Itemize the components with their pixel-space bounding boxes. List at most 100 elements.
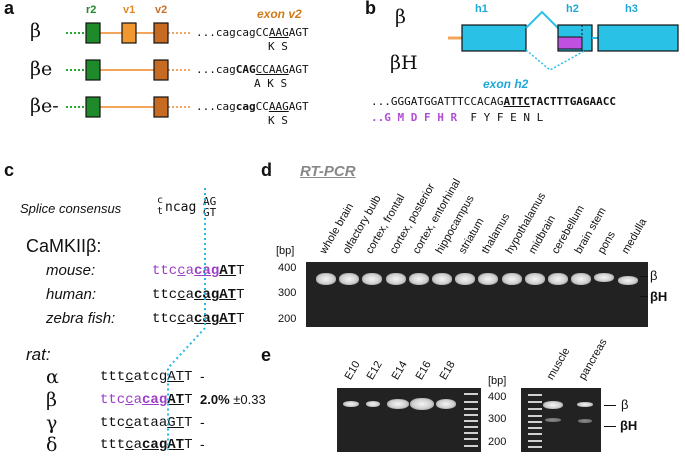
intron-line-lower xyxy=(525,49,587,71)
aa-betae: A K S xyxy=(254,77,288,90)
intron-line-upper xyxy=(525,10,559,29)
isoform-label-beta: β xyxy=(30,20,41,42)
panel-e-letter: e xyxy=(261,345,272,365)
rat-alpha-value: - xyxy=(200,368,205,384)
exon-v2-box xyxy=(153,96,169,118)
exon-h2-purple-box xyxy=(557,36,583,50)
gel-band-beta-d xyxy=(362,273,383,285)
seq-betae-minus: ...cagcagCCAAGAGT xyxy=(196,100,309,113)
exon-v1-box xyxy=(121,22,137,44)
tick-300-e: 300 xyxy=(488,413,507,425)
rt-pcr-title: RT-PCR xyxy=(300,163,356,180)
exon-v2-box xyxy=(153,59,169,81)
band-label-beta-e: β xyxy=(621,397,629,412)
ladder-rung xyxy=(528,440,542,442)
ladder-rung xyxy=(528,394,542,396)
gel-image-e-left xyxy=(337,388,481,452)
lane-label-e: E12 xyxy=(364,359,385,382)
gel-band-beta-e xyxy=(343,401,359,407)
rat-alpha-label: α xyxy=(46,366,59,388)
tick-400-e: 400 xyxy=(488,391,507,403)
exon-v2-box xyxy=(153,22,169,44)
isoform-label-betaH: βH xyxy=(390,52,418,74)
lane-label-e: E14 xyxy=(389,359,410,382)
band-pointer-betaH-d xyxy=(640,296,648,297)
gel-band-beta-d xyxy=(524,273,545,285)
rat-delta-seq: tttcacagATT xyxy=(100,437,193,453)
exon-v1-label: v1 xyxy=(123,4,136,16)
tick-400-d: 400 xyxy=(278,262,297,274)
gel-band-beta-e xyxy=(543,401,563,409)
gel-band-beta-d xyxy=(339,273,360,285)
consensus-gt: GT xyxy=(203,206,217,219)
aa-beta: K S xyxy=(268,40,288,53)
gel-band-betaH-e xyxy=(545,418,561,422)
rat-gamma-seq: ttccataaGTT xyxy=(100,415,193,431)
ladder-rung xyxy=(464,445,478,447)
gel-band-beta-e xyxy=(366,401,380,407)
gel-band-beta-d xyxy=(455,273,476,285)
exon-h2-title: exon h2 xyxy=(483,77,529,91)
band-pointer-betaH-e xyxy=(604,426,616,427)
consensus-t: t xyxy=(157,206,164,217)
ladder-rung xyxy=(528,415,542,417)
gel-band-beta-d xyxy=(594,273,615,282)
gel-band-beta-d xyxy=(571,273,592,285)
gel-band-beta-e xyxy=(387,399,409,409)
band-pointer-beta-d xyxy=(640,276,648,277)
ladder-rung xyxy=(464,408,478,410)
panel-d-letter: d xyxy=(261,160,272,180)
gel-band-beta-d xyxy=(432,273,452,285)
isoform-label-betae-minus: βe- xyxy=(30,95,59,117)
panel-a-letter: a xyxy=(4,0,15,18)
ladder-rung xyxy=(464,420,478,422)
bp-unit-e: [bp] xyxy=(488,375,507,387)
ladder-rung xyxy=(528,427,542,429)
exon-h3-label: h3 xyxy=(625,3,638,15)
lane-label-e: muscle xyxy=(544,345,573,382)
lane-label-e: E16 xyxy=(413,359,434,382)
rat-delta-label: δ xyxy=(46,434,58,456)
gel-band-beta-d xyxy=(408,273,429,285)
ladder-rung xyxy=(528,401,542,403)
exon-h2-label: h2 xyxy=(566,3,579,15)
splice-site-guide-line xyxy=(167,188,206,450)
gel-band-beta-d xyxy=(316,273,336,285)
species-mouse-seq: ttccacagATT xyxy=(152,263,245,279)
seq-beta: ...cagcagCCAAGAGT xyxy=(196,26,309,39)
exon-v2-label: v2 xyxy=(155,4,168,16)
exon-h1-label: h1 xyxy=(475,3,488,15)
gel-band-beta-d xyxy=(617,276,638,285)
exon-r2-label: r2 xyxy=(86,4,97,16)
rat-beta-label: β xyxy=(46,389,57,411)
bp-unit-d: [bp] xyxy=(276,245,295,257)
gel-band-beta-d xyxy=(548,273,568,285)
exon-r2-box xyxy=(85,96,101,118)
gene-title: CaMKIIβ: xyxy=(26,236,102,256)
seq-b: ...GGGATGGATTTCCACAGATTCTACTTTGAGAACC xyxy=(371,95,617,108)
ladder-rung xyxy=(464,414,478,416)
aa-betae-minus: K S xyxy=(268,114,288,127)
exon-h1-box xyxy=(461,24,527,52)
panel-c-letter: c xyxy=(4,160,15,180)
species-human-name: human: xyxy=(46,286,97,303)
seq-betae: ...cagCAGCCAAGAGT xyxy=(196,63,309,76)
exon-r2-box xyxy=(85,59,101,81)
rat-gamma-label: γ xyxy=(46,412,58,434)
gel-band-beta-e xyxy=(577,401,593,407)
species-zebrafish-name: zebra fish: xyxy=(46,310,116,327)
ladder-rung xyxy=(464,393,478,395)
band-label-betaH-d: βH xyxy=(650,289,668,304)
panel-b-letter: b xyxy=(365,0,376,18)
rat-beta-value: 2.0% ±0.33 xyxy=(200,392,266,407)
consensus-c: c xyxy=(157,195,164,206)
gel-image-d xyxy=(306,262,648,327)
gel-band-beta-d xyxy=(501,273,522,285)
ladder-rung xyxy=(528,408,542,410)
ladder-rung xyxy=(528,446,542,448)
ladder-rung xyxy=(464,426,478,428)
rat-beta-seq: ttccacagATT xyxy=(100,392,193,408)
band-label-betaH-e: βH xyxy=(620,418,638,433)
species-zebrafish-seq: ttccacagATT xyxy=(152,311,245,327)
panel-b-gene-diagram xyxy=(448,10,679,71)
